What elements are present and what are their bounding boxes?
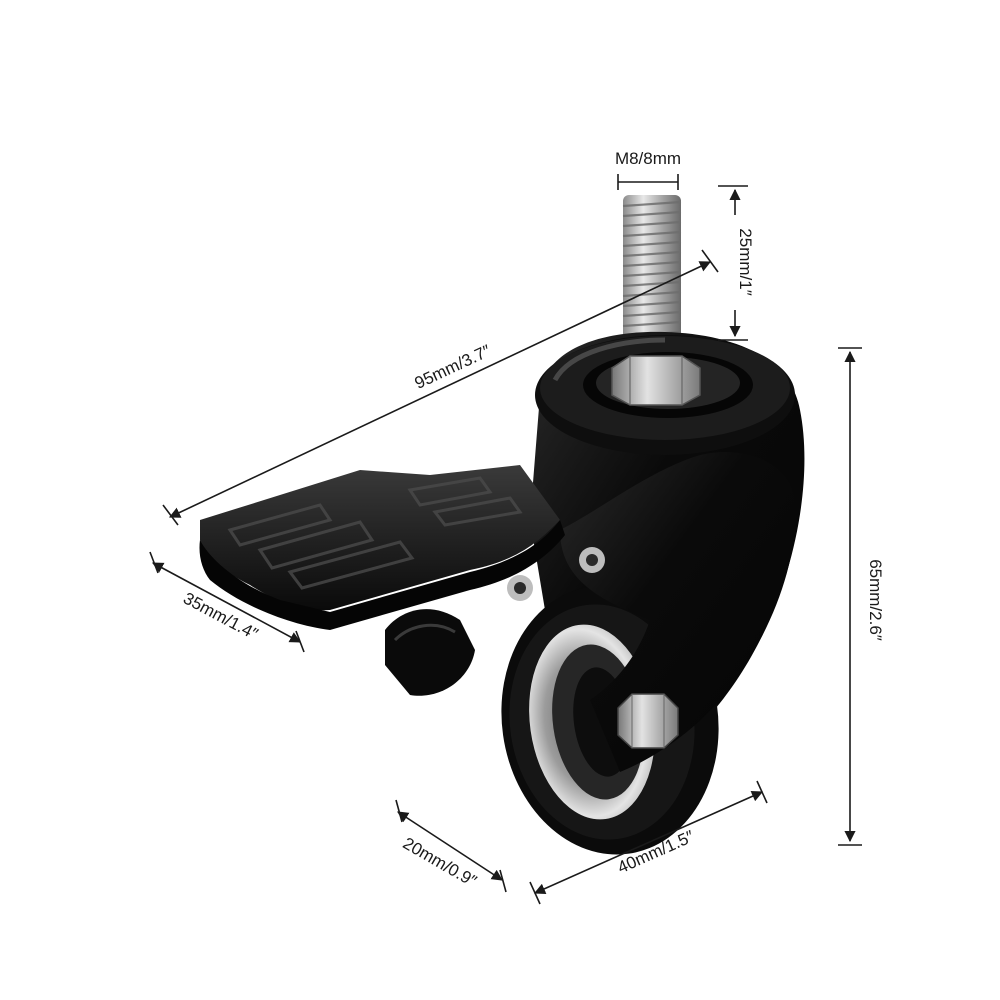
dimension-wheel-diameter: [529, 780, 768, 905]
label-height: 65mm/2.6″: [866, 559, 885, 641]
dimension-total-length: [162, 249, 719, 526]
label-stem-length: 25mm/1″: [736, 228, 755, 295]
dimension-plate-width: [149, 551, 305, 653]
dimension-lines: [149, 174, 862, 905]
hex-nut: [611, 355, 701, 406]
dimension-wheel-width: [395, 799, 507, 893]
label-wheel-width: 20mm/0.9″: [400, 834, 480, 891]
dimension-stem: [718, 185, 748, 341]
label-total-length: 95mm/3.7″: [412, 341, 494, 393]
caster-illustration: [199, 195, 805, 855]
fork-plate: [560, 452, 796, 772]
label-thread: M8/8mm: [615, 149, 681, 168]
dimension-thread: [617, 174, 679, 190]
axle-bolt: [617, 693, 679, 749]
dimension-height: [838, 347, 862, 846]
